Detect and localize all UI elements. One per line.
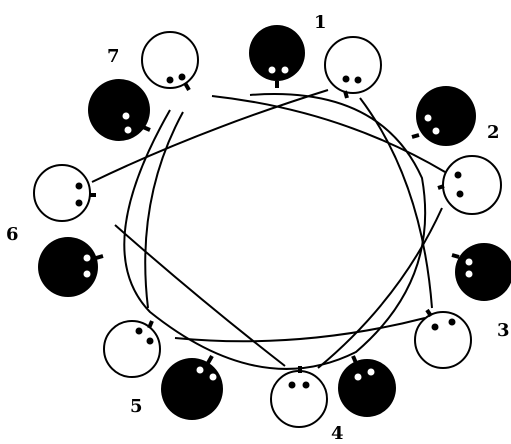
label-1: 1 [314, 12, 327, 33]
label-2: 2 [487, 122, 500, 143]
black-disc-5 [161, 356, 223, 420]
black-disc-7 [88, 79, 150, 141]
white-disc-2 [438, 156, 501, 214]
label-4: 4 [331, 423, 344, 439]
pair-1: 1 [249, 12, 381, 98]
black-disc-4 [338, 356, 396, 417]
white-disc-3 [415, 310, 471, 368]
white-disc-7 [142, 32, 198, 90]
label-3: 3 [497, 320, 510, 341]
arc-7-to-2 [212, 96, 445, 172]
label-7: 7 [107, 46, 120, 67]
black-disc-3 [452, 243, 511, 301]
white-disc-1 [325, 37, 381, 98]
pair-7: 7 [88, 32, 198, 141]
pair-6: 6 [6, 165, 103, 297]
label-5: 5 [130, 396, 143, 417]
black-disc-6 [38, 237, 103, 297]
black-disc-1 [249, 25, 305, 88]
pair-2: 2 [412, 86, 501, 214]
arc-5-to-3 [175, 318, 425, 341]
white-disc-5 [104, 321, 160, 377]
black-disc-2 [412, 86, 476, 146]
white-disc-4 [271, 366, 327, 427]
inner-ring [124, 94, 425, 369]
white-disc-6 [34, 165, 96, 221]
pair-3: 3 [415, 243, 511, 368]
label-6: 6 [6, 224, 19, 245]
pair-5: 5 [104, 321, 223, 420]
